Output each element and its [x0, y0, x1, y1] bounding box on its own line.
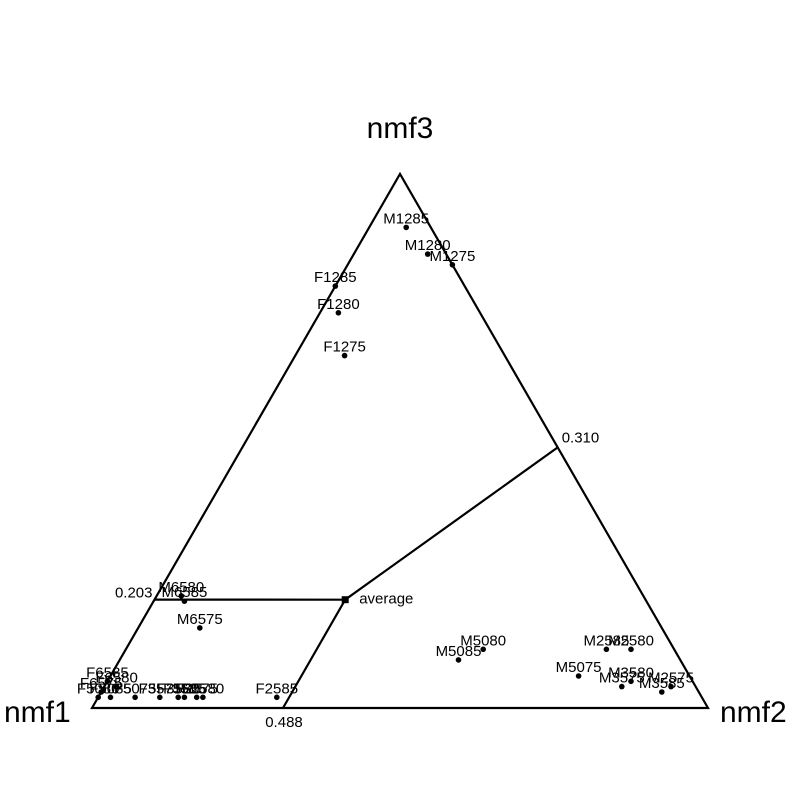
data-point-f1280	[335, 310, 342, 316]
edge-label-left: 0.203	[115, 585, 153, 602]
data-point-f3580	[175, 694, 181, 701]
point-label-m5080: M5080	[460, 632, 506, 649]
point-label-f3580: F3580	[157, 680, 200, 697]
data-point-m5085	[455, 657, 462, 663]
data-point-f6575	[98, 689, 104, 695]
data-point-f1285	[332, 283, 339, 289]
data-point-m1285	[403, 224, 410, 231]
data-point-m2575	[668, 683, 674, 690]
vertex-label-top: nmf3	[367, 112, 434, 145]
point-label-f5080: F5080	[77, 680, 120, 697]
point-label-m3585: M3585	[639, 675, 685, 692]
data-point-f3585	[181, 694, 188, 701]
point-label-f1285: F1285	[314, 269, 357, 286]
average-guide-nmf1	[344, 446, 559, 601]
point-label-f3585: F3585	[163, 680, 206, 697]
point-label-m2585: M2585	[583, 632, 629, 649]
point-label-m1275: M1275	[429, 248, 475, 265]
data-point-f5080	[95, 694, 101, 701]
data-point-m1275	[449, 262, 456, 268]
point-label-m3575: M3575	[599, 670, 645, 687]
point-label-m1285: M1285	[383, 210, 429, 227]
point-label-m6580: M6580	[158, 579, 204, 596]
data-point-m3580	[628, 678, 634, 685]
point-label-m6575: M6575	[177, 611, 223, 628]
point-label-f6585: F6585	[86, 664, 129, 681]
data-point-m6585	[181, 598, 188, 604]
point-label-m5075: M5075	[556, 659, 602, 676]
point-label-m2580: M2580	[608, 632, 654, 649]
data-point-m3585	[659, 689, 665, 695]
data-point-f2580	[200, 694, 206, 701]
data-point-m2580	[628, 646, 634, 653]
data-points: M1285M1280M1275F1285F1280F1275M6580M6585…	[77, 210, 694, 701]
point-label-f2575: F2575	[175, 680, 218, 697]
data-point-m2585	[603, 646, 610, 653]
point-label-f2585: F2585	[256, 680, 299, 697]
data-point-f2575	[193, 694, 200, 701]
point-label-f3575: F3575	[139, 680, 182, 697]
point-label-f6580: F6580	[95, 670, 138, 687]
data-point-f5085	[107, 694, 114, 701]
point-label-f6575: F6575	[80, 675, 123, 692]
point-label-m1280: M1280	[405, 237, 451, 254]
point-label-f1280: F1280	[317, 296, 360, 313]
point-label-m2575: M2575	[648, 670, 694, 687]
point-label-f2580: F2580	[182, 680, 225, 697]
point-label-m3580: M3580	[608, 664, 654, 681]
average-guide-nmf2	[282, 599, 347, 709]
data-point-m6580	[178, 593, 185, 599]
vertex-label-bottom-left: nmf1	[4, 696, 71, 729]
point-label-f5085: F5085	[89, 680, 132, 697]
data-point-m5080	[480, 646, 487, 653]
edge-label-right: 0.310	[562, 429, 600, 446]
ternary-triangle	[90, 171, 710, 710]
data-point-f1275	[341, 352, 348, 359]
data-point-m5075	[575, 673, 582, 679]
point-label-f5075: F5075	[114, 680, 157, 697]
vertex-label-bottom-right: nmf2	[720, 696, 787, 729]
data-point-m1280	[424, 251, 431, 257]
data-point-f6580	[113, 683, 120, 690]
point-label-f1275: F1275	[323, 339, 366, 356]
edge-label-bottom: 0.488	[265, 714, 303, 731]
average-marker	[341, 596, 349, 604]
data-point-f3575	[157, 694, 163, 701]
average-label: average	[359, 591, 413, 608]
point-label-m6585: M6585	[161, 584, 207, 601]
data-point-m6575	[197, 625, 203, 631]
point-label-m5085: M5085	[436, 643, 482, 660]
data-point-f5075	[132, 694, 138, 701]
data-point-f6585	[104, 678, 111, 685]
data-point-f2585	[274, 694, 280, 701]
data-point-m3575	[619, 683, 625, 690]
